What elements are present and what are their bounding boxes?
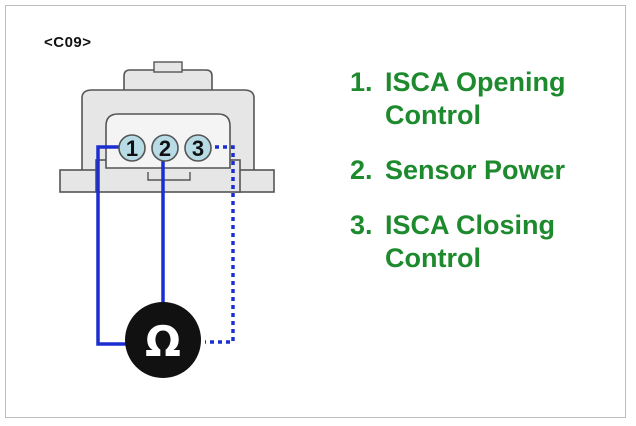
ohmmeter-icon: Ω <box>125 302 201 378</box>
test-wiring <box>96 145 235 346</box>
legend-label: ISCA Opening Control <box>385 67 566 130</box>
legend-item-pin-2: 2. Sensor Power <box>350 154 620 187</box>
legend-number: 2. <box>350 155 373 185</box>
legend-number: 1. <box>350 67 373 97</box>
pin-2: 2 <box>151 134 179 162</box>
pin-1: 1 <box>118 134 146 162</box>
wire-pin-1 <box>96 145 140 346</box>
connector-latch-slot <box>153 61 183 73</box>
pin-3: 3 <box>184 134 212 162</box>
pin-3-number: 3 <box>192 136 204 161</box>
legend-item-pin-3: 3. ISCA Closing Control <box>350 209 620 275</box>
legend-label: ISCA Closing Control <box>385 210 556 273</box>
pin-2-number: 2 <box>159 136 171 161</box>
ohm-symbol: Ω <box>145 317 181 366</box>
connector-right-flange <box>235 169 275 193</box>
wire-pin-3-dotted <box>205 145 235 344</box>
connector-id-label: <C09> <box>44 34 92 51</box>
connector-left-flange <box>59 169 99 193</box>
legend-item-pin-1: 1. ISCA Opening Control <box>350 66 620 132</box>
pin-1-number: 1 <box>126 136 138 161</box>
diagram-frame <box>5 5 626 418</box>
pin-legend: 1. ISCA Opening Control 2. Sensor Power … <box>350 66 620 297</box>
connector-top-latch <box>123 69 213 94</box>
legend-label: Sensor Power <box>385 155 566 185</box>
legend-number: 3. <box>350 210 373 240</box>
connector-housing <box>59 61 275 193</box>
connector-key-notch <box>147 172 191 181</box>
